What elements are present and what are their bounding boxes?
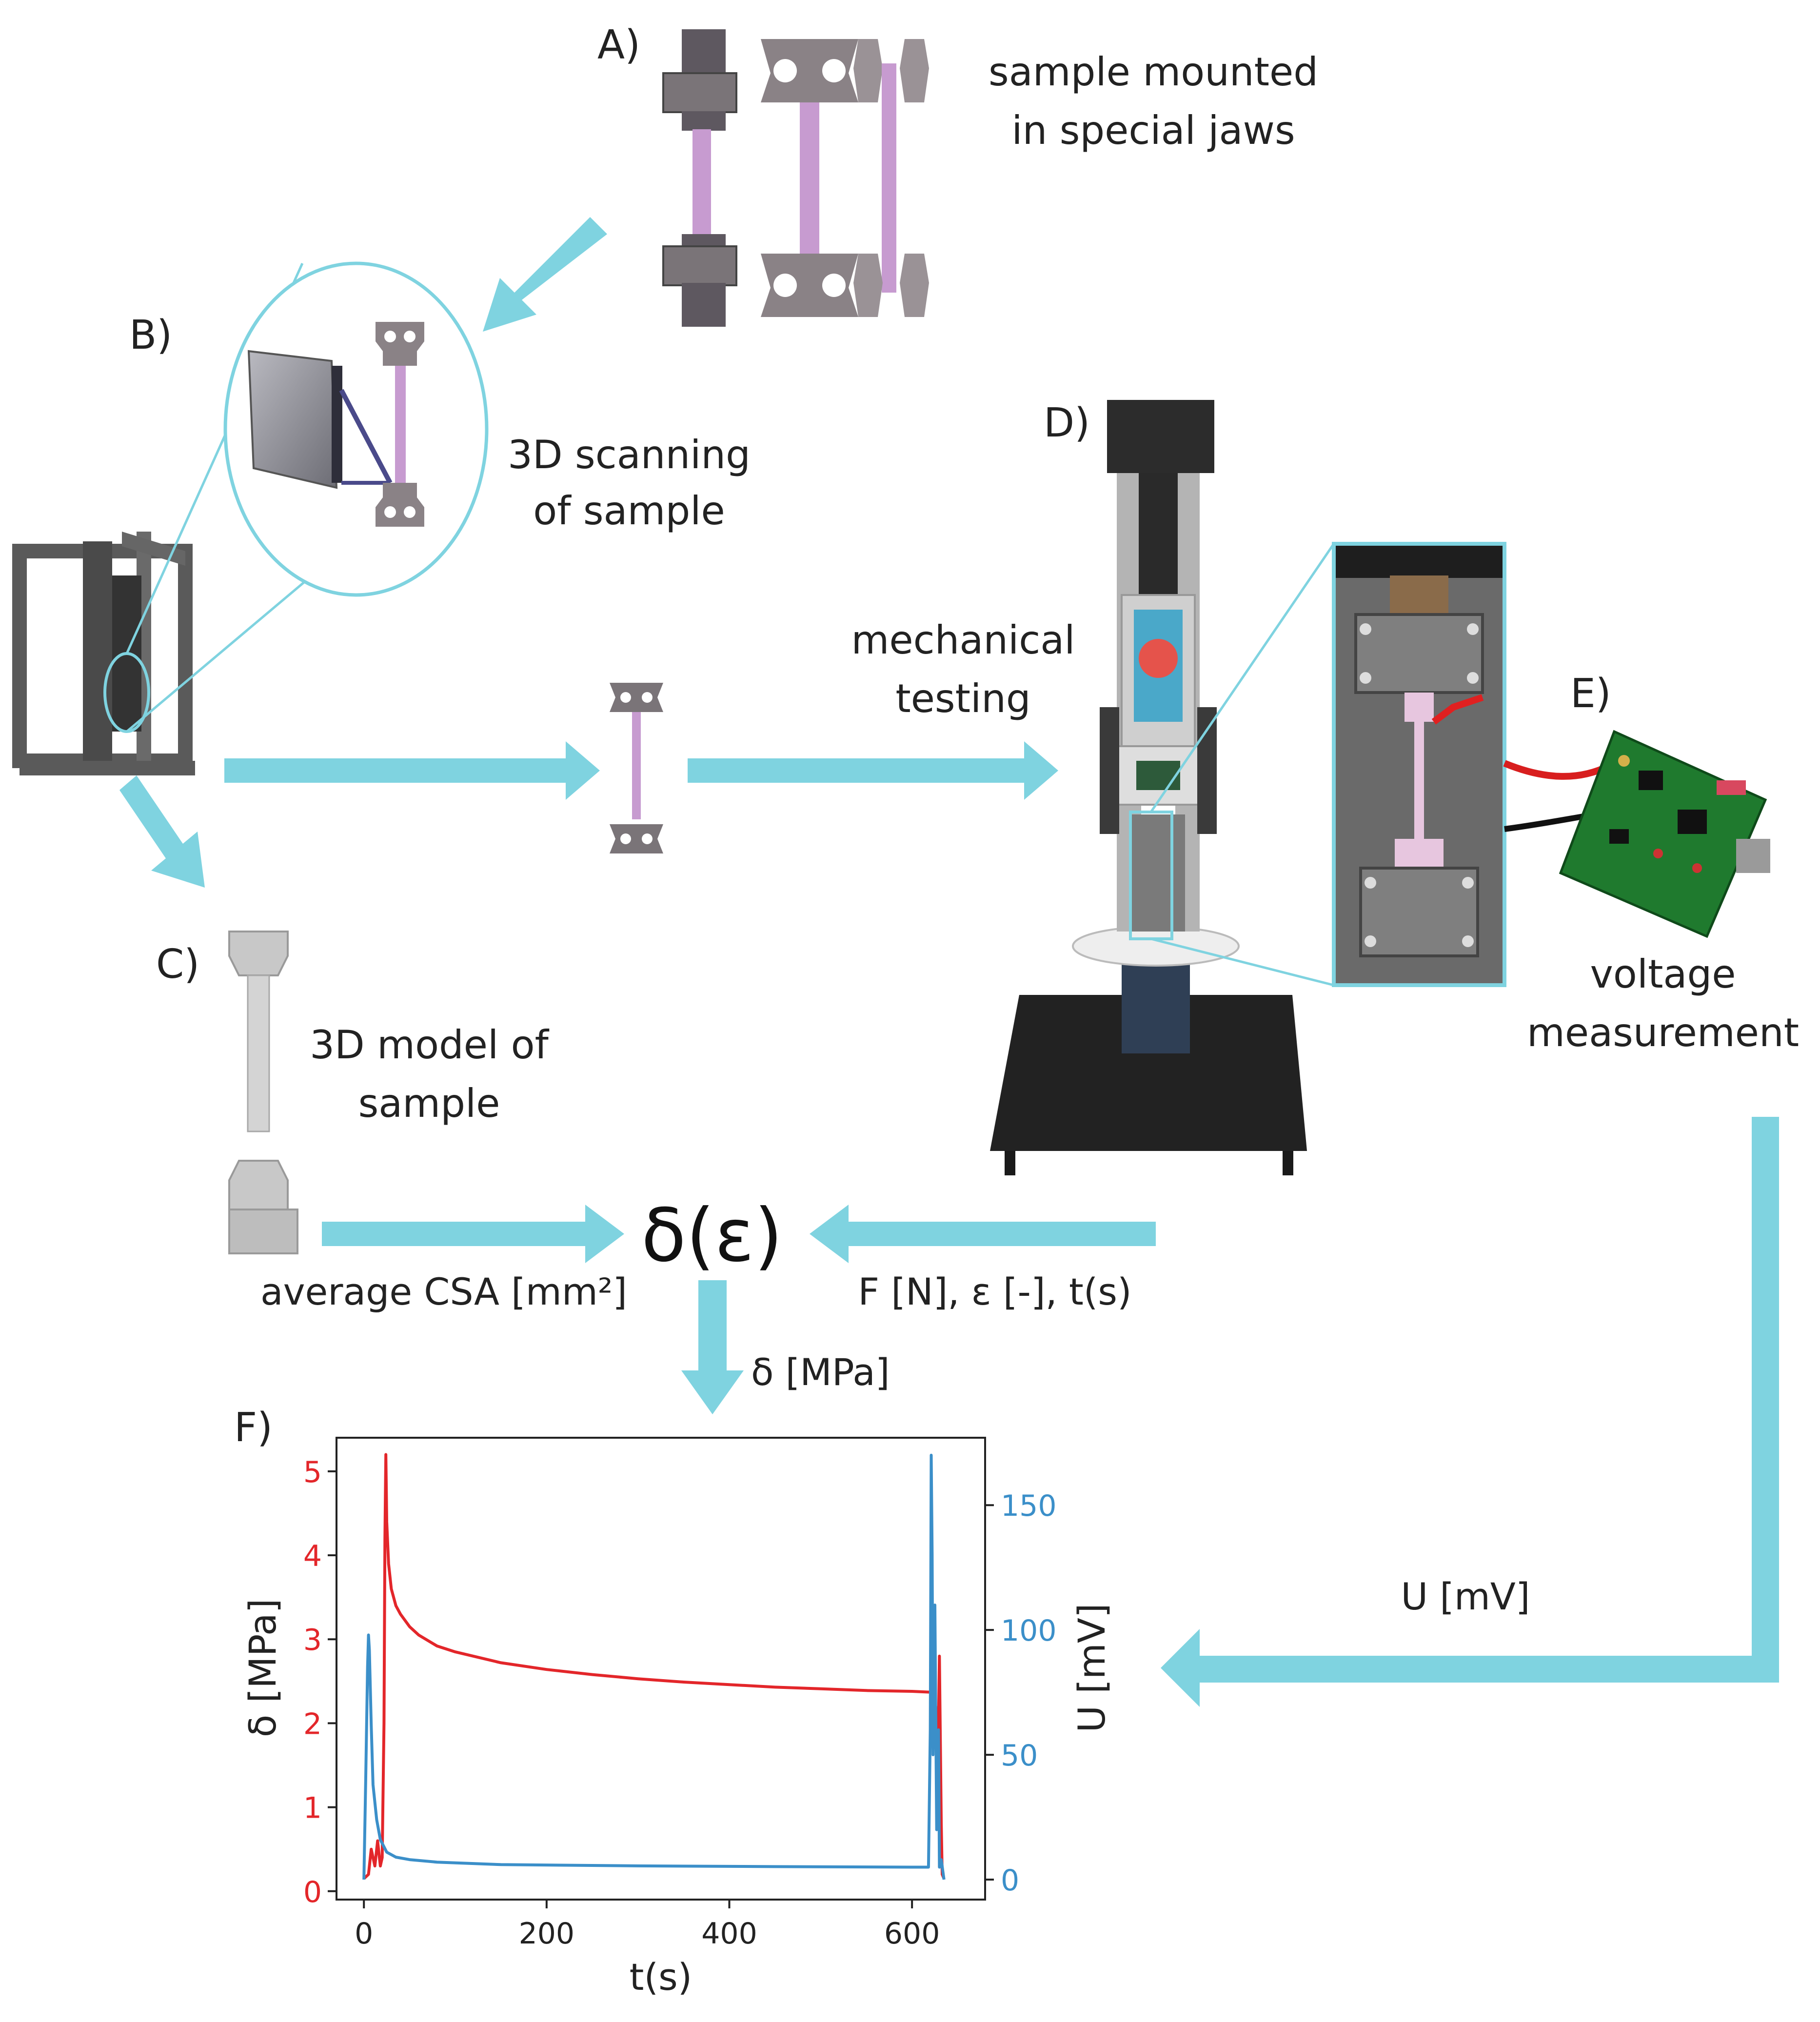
red-wire — [1503, 760, 1611, 780]
panel-c-caption-line1: 3D model of — [310, 1022, 549, 1068]
panel-b-caption-line1: 3D scanning — [508, 432, 751, 477]
right-tick-label: 0 — [1001, 1863, 1019, 1898]
center-formula: δ(ε) — [641, 1193, 783, 1278]
panel-a-letter: A) — [597, 22, 640, 68]
left-tick-label: 5 — [303, 1455, 322, 1489]
zoom-line — [1149, 543, 1335, 813]
panel-b-zoom-circle — [223, 261, 489, 597]
left-tick-label: 4 — [303, 1539, 322, 1573]
y-axis-label-right: U [mV] — [1070, 1603, 1113, 1732]
panel-e-caption-line2: measurement — [1527, 1010, 1799, 1055]
left-axis-ticks: 0 1 2 3 4 5 — [303, 1455, 336, 1909]
y-axis-label-left: δ [MPa] — [241, 1599, 284, 1738]
x-tick-label: 200 — [519, 1917, 575, 1951]
x-axis-ticks: 0 200 400 600 — [355, 1900, 940, 1951]
sample-specimen — [610, 683, 663, 853]
stress-output-label: δ [MPa] — [751, 1350, 890, 1394]
csa-label: average CSA [mm²] — [260, 1270, 627, 1313]
left-tick-label: 2 — [303, 1707, 322, 1741]
panel-d-caption-line2: testing — [895, 676, 1030, 721]
panel-e-pcb — [1559, 730, 1770, 938]
panel-b-scanner-rig — [12, 532, 195, 775]
panel-a-jaws-illustration — [662, 29, 929, 327]
panel-e-caption-line1: voltage — [1590, 952, 1736, 997]
labels: A) sample mounted in special jaws B) 3D … — [129, 22, 1799, 1618]
x-tick-label: 0 — [355, 1917, 373, 1951]
right-tick-label: 150 — [1001, 1489, 1057, 1523]
x-axis-label: t(s) — [630, 1955, 692, 1999]
panel-e-letter: E) — [1570, 671, 1611, 717]
panel-c-letter: C) — [156, 941, 199, 988]
x-tick-label: 600 — [884, 1917, 940, 1951]
zoom-line — [126, 575, 313, 733]
right-tick-label: 100 — [1001, 1614, 1057, 1648]
panel-d-testing-machine — [990, 400, 1307, 1175]
force-strain-time-label: F [N], ε [-], t(s) — [858, 1270, 1131, 1313]
x-tick-label: 400 — [701, 1917, 757, 1951]
panel-a-caption-line2: in special jaws — [1011, 108, 1295, 153]
panel-b-letter: B) — [129, 312, 172, 358]
flow-arrows — [119, 217, 1779, 1707]
voltage-series-line — [362, 1453, 946, 1880]
panel-d-letter: D) — [1044, 400, 1090, 446]
left-tick-label: 3 — [303, 1623, 322, 1657]
voltage-output-label: U [mV] — [1401, 1575, 1530, 1618]
left-tick-label: 1 — [303, 1791, 322, 1825]
zoom-line — [1150, 937, 1334, 987]
panel-f-letter: F) — [234, 1405, 273, 1451]
panel-d-caption-line1: mechanical — [851, 617, 1075, 663]
left-tick-label: 0 — [303, 1875, 322, 1909]
panel-b-caption-line2: of sample — [533, 488, 725, 534]
right-axis-ticks: 0 50 100 150 — [985, 1489, 1057, 1898]
panel-c-caption-line2: sample — [358, 1081, 500, 1126]
panel-f-chart: 0 1 2 3 4 5 0 50 100 150 0 200 400 600 δ [MPa] U [m… — [241, 1437, 1113, 1999]
panel-c-3d-model — [228, 931, 298, 1254]
panel-a-caption-line1: sample mounted — [989, 49, 1318, 95]
series-layer — [362, 1453, 946, 1880]
panel-d-zoom-photo — [1332, 542, 1506, 987]
plot-frame — [336, 1437, 986, 1901]
right-tick-label: 50 — [1001, 1739, 1038, 1773]
